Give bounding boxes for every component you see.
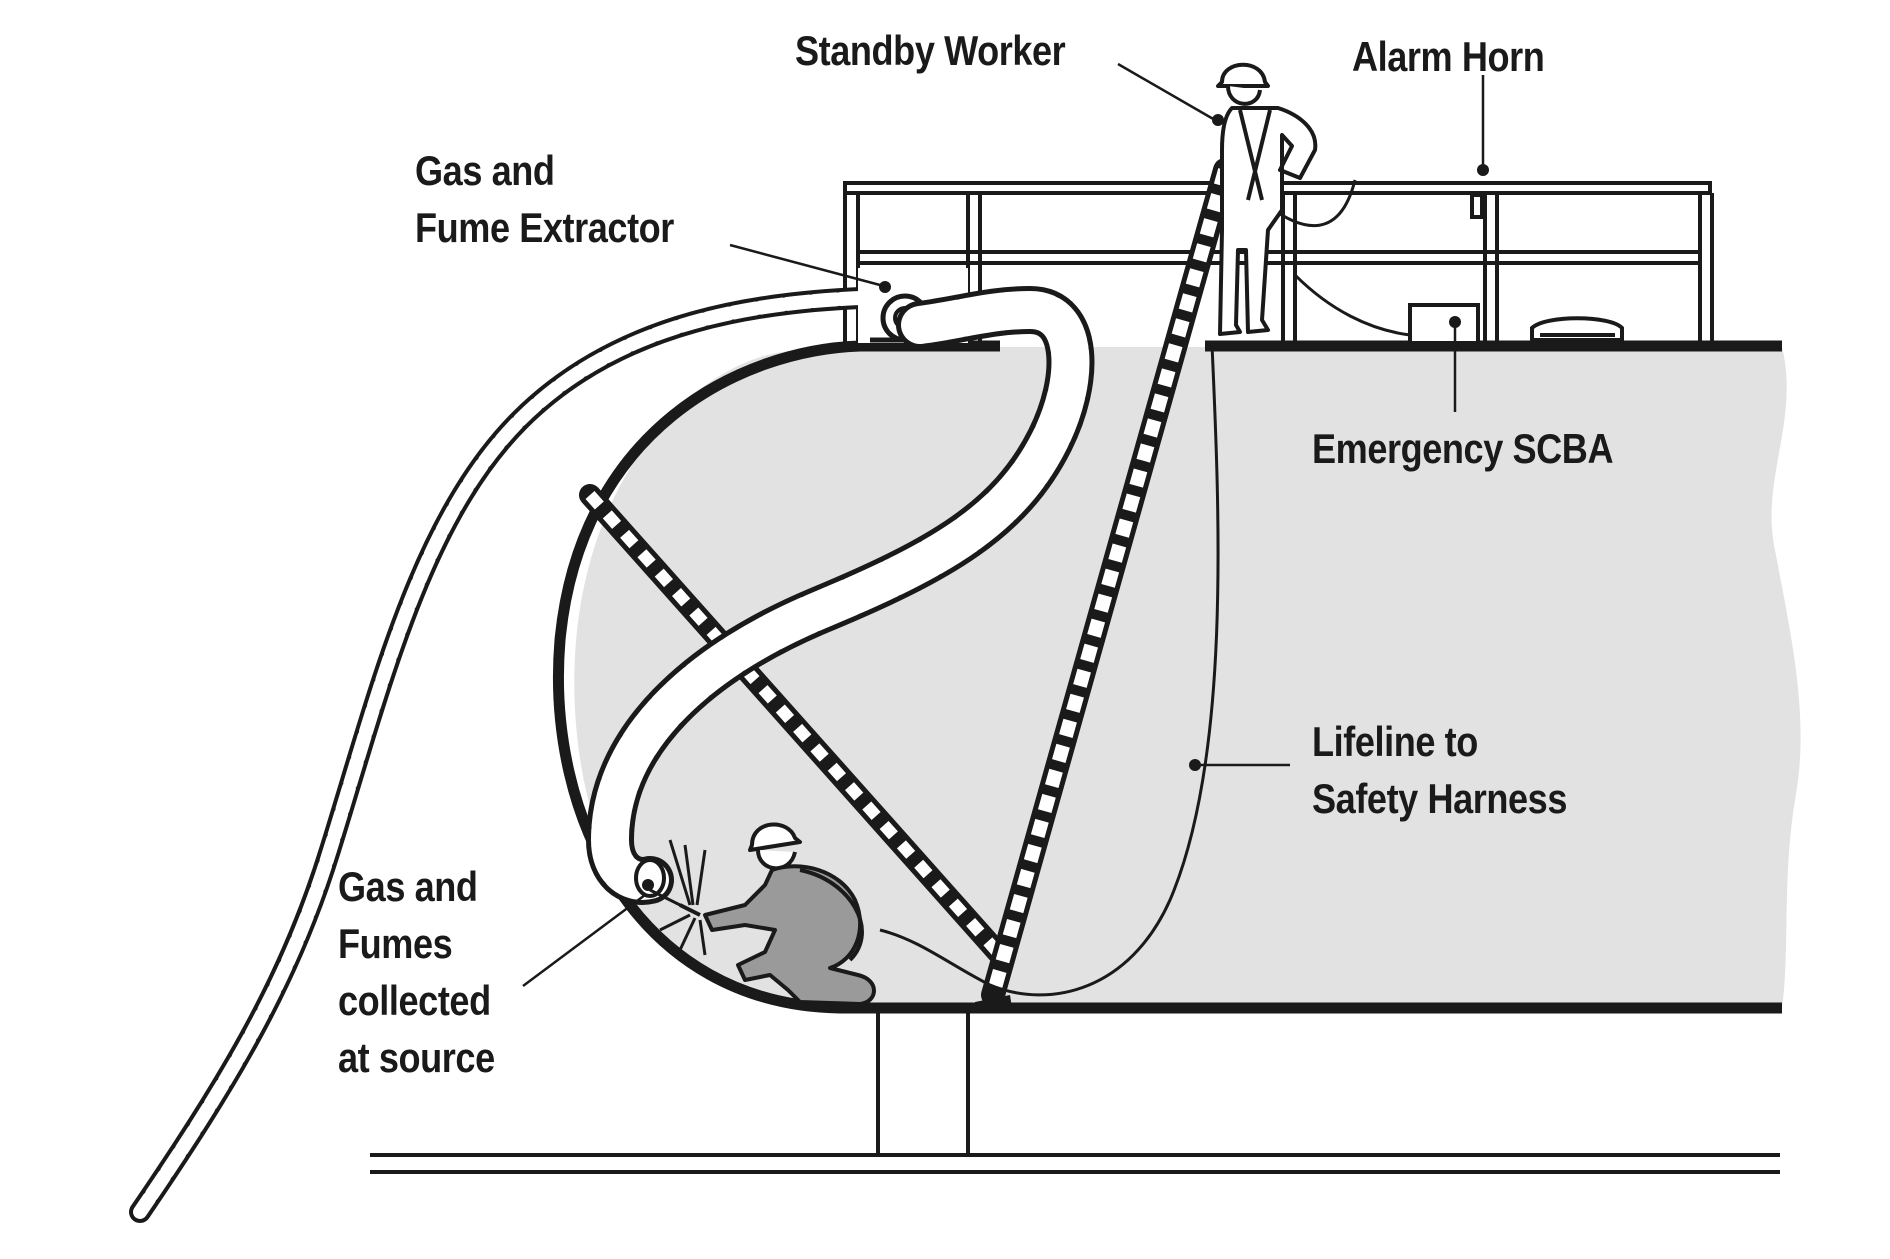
standby-worker-figure [1216, 62, 1318, 336]
label-gas-fumes-collected: Gas and Fumes collected at source [338, 858, 495, 1086]
entrant-worker-figure [679, 822, 876, 1006]
label-emergency-scba: Emergency SCBA [1312, 420, 1614, 477]
label-gas-fumes-line1: Gas and [338, 863, 478, 910]
ladder [975, 158, 1237, 1008]
scba-unit [1408, 303, 1624, 345]
welding-sparks [649, 839, 707, 956]
label-alarm-horn-text: Alarm Horn [1352, 33, 1545, 80]
label-gas-fume-extractor: Gas and Fume Extractor [415, 142, 674, 256]
tank [553, 340, 1801, 1014]
label-lifeline-line2: Safety Harness [1312, 775, 1567, 822]
discharge-hose [129, 286, 901, 1223]
leader-lines [522, 62, 1485, 988]
label-standby-worker-text: Standby Worker [795, 27, 1066, 74]
lifeline-top [1293, 273, 1411, 337]
ground-supports [370, 1012, 1780, 1174]
label-emergency-scba-text: Emergency SCBA [1312, 425, 1614, 472]
suction-hose [585, 285, 1095, 905]
label-lifeline: Lifeline to Safety Harness [1312, 713, 1567, 827]
label-gas-fume-extractor-line2: Fume Extractor [415, 204, 674, 251]
leader-dots [642, 114, 1489, 891]
tank-interior [574, 347, 1801, 1008]
lifeline-rope [879, 344, 1220, 997]
label-gas-fume-extractor-line1: Gas and [415, 147, 555, 194]
internal-brace [579, 484, 1011, 966]
label-gas-fumes-line3: collected [338, 977, 491, 1024]
label-standby-worker: Standby Worker [795, 22, 1066, 79]
tank-shell-left [553, 340, 1782, 1014]
label-alarm-horn: Alarm Horn [1352, 28, 1545, 85]
label-gas-fumes-line2: Fumes [338, 920, 453, 967]
alarm-horn-device [1470, 193, 1484, 219]
label-gas-fumes-line4: at source [338, 1034, 495, 1081]
label-lifeline-line1: Lifeline to [1312, 718, 1478, 765]
